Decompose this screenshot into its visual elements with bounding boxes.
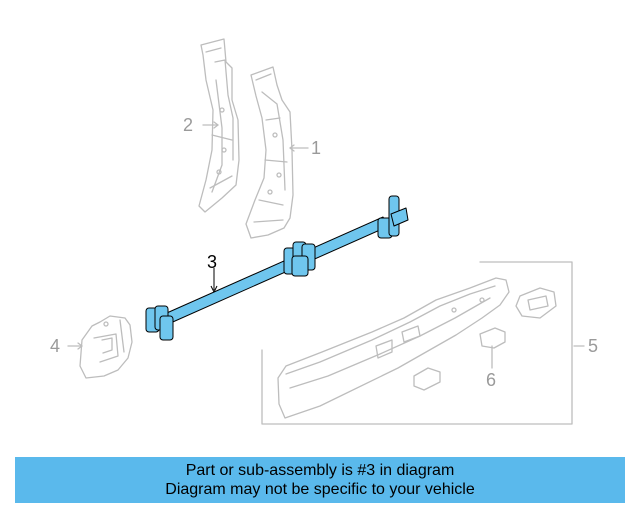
- part-5-rocker-panel: [261, 261, 573, 425]
- banner-line-2: Diagram may not be specific to your vehi…: [165, 481, 475, 498]
- banner-line-1: Part or sub-assembly is #3 in diagram: [185, 462, 455, 479]
- callout-1: 1: [311, 138, 322, 158]
- callout-4: 4: [50, 336, 61, 356]
- part-4-bracket: [79, 315, 133, 379]
- leader-lines: [67, 121, 585, 369]
- part-3-reinforcement-bar: [145, 195, 409, 341]
- callout-6: 6: [486, 370, 497, 390]
- parts-diagram: [67, 38, 585, 425]
- callout-5: 5: [588, 336, 599, 356]
- callout-2: 2: [183, 115, 194, 135]
- callout-3: 3: [207, 252, 218, 272]
- part-2-pillar: [198, 38, 240, 213]
- info-banner: Part or sub-assembly is #3 in diagram Di…: [15, 457, 625, 503]
- part-1-pillar: [245, 66, 294, 239]
- part-6-clip: [479, 327, 506, 349]
